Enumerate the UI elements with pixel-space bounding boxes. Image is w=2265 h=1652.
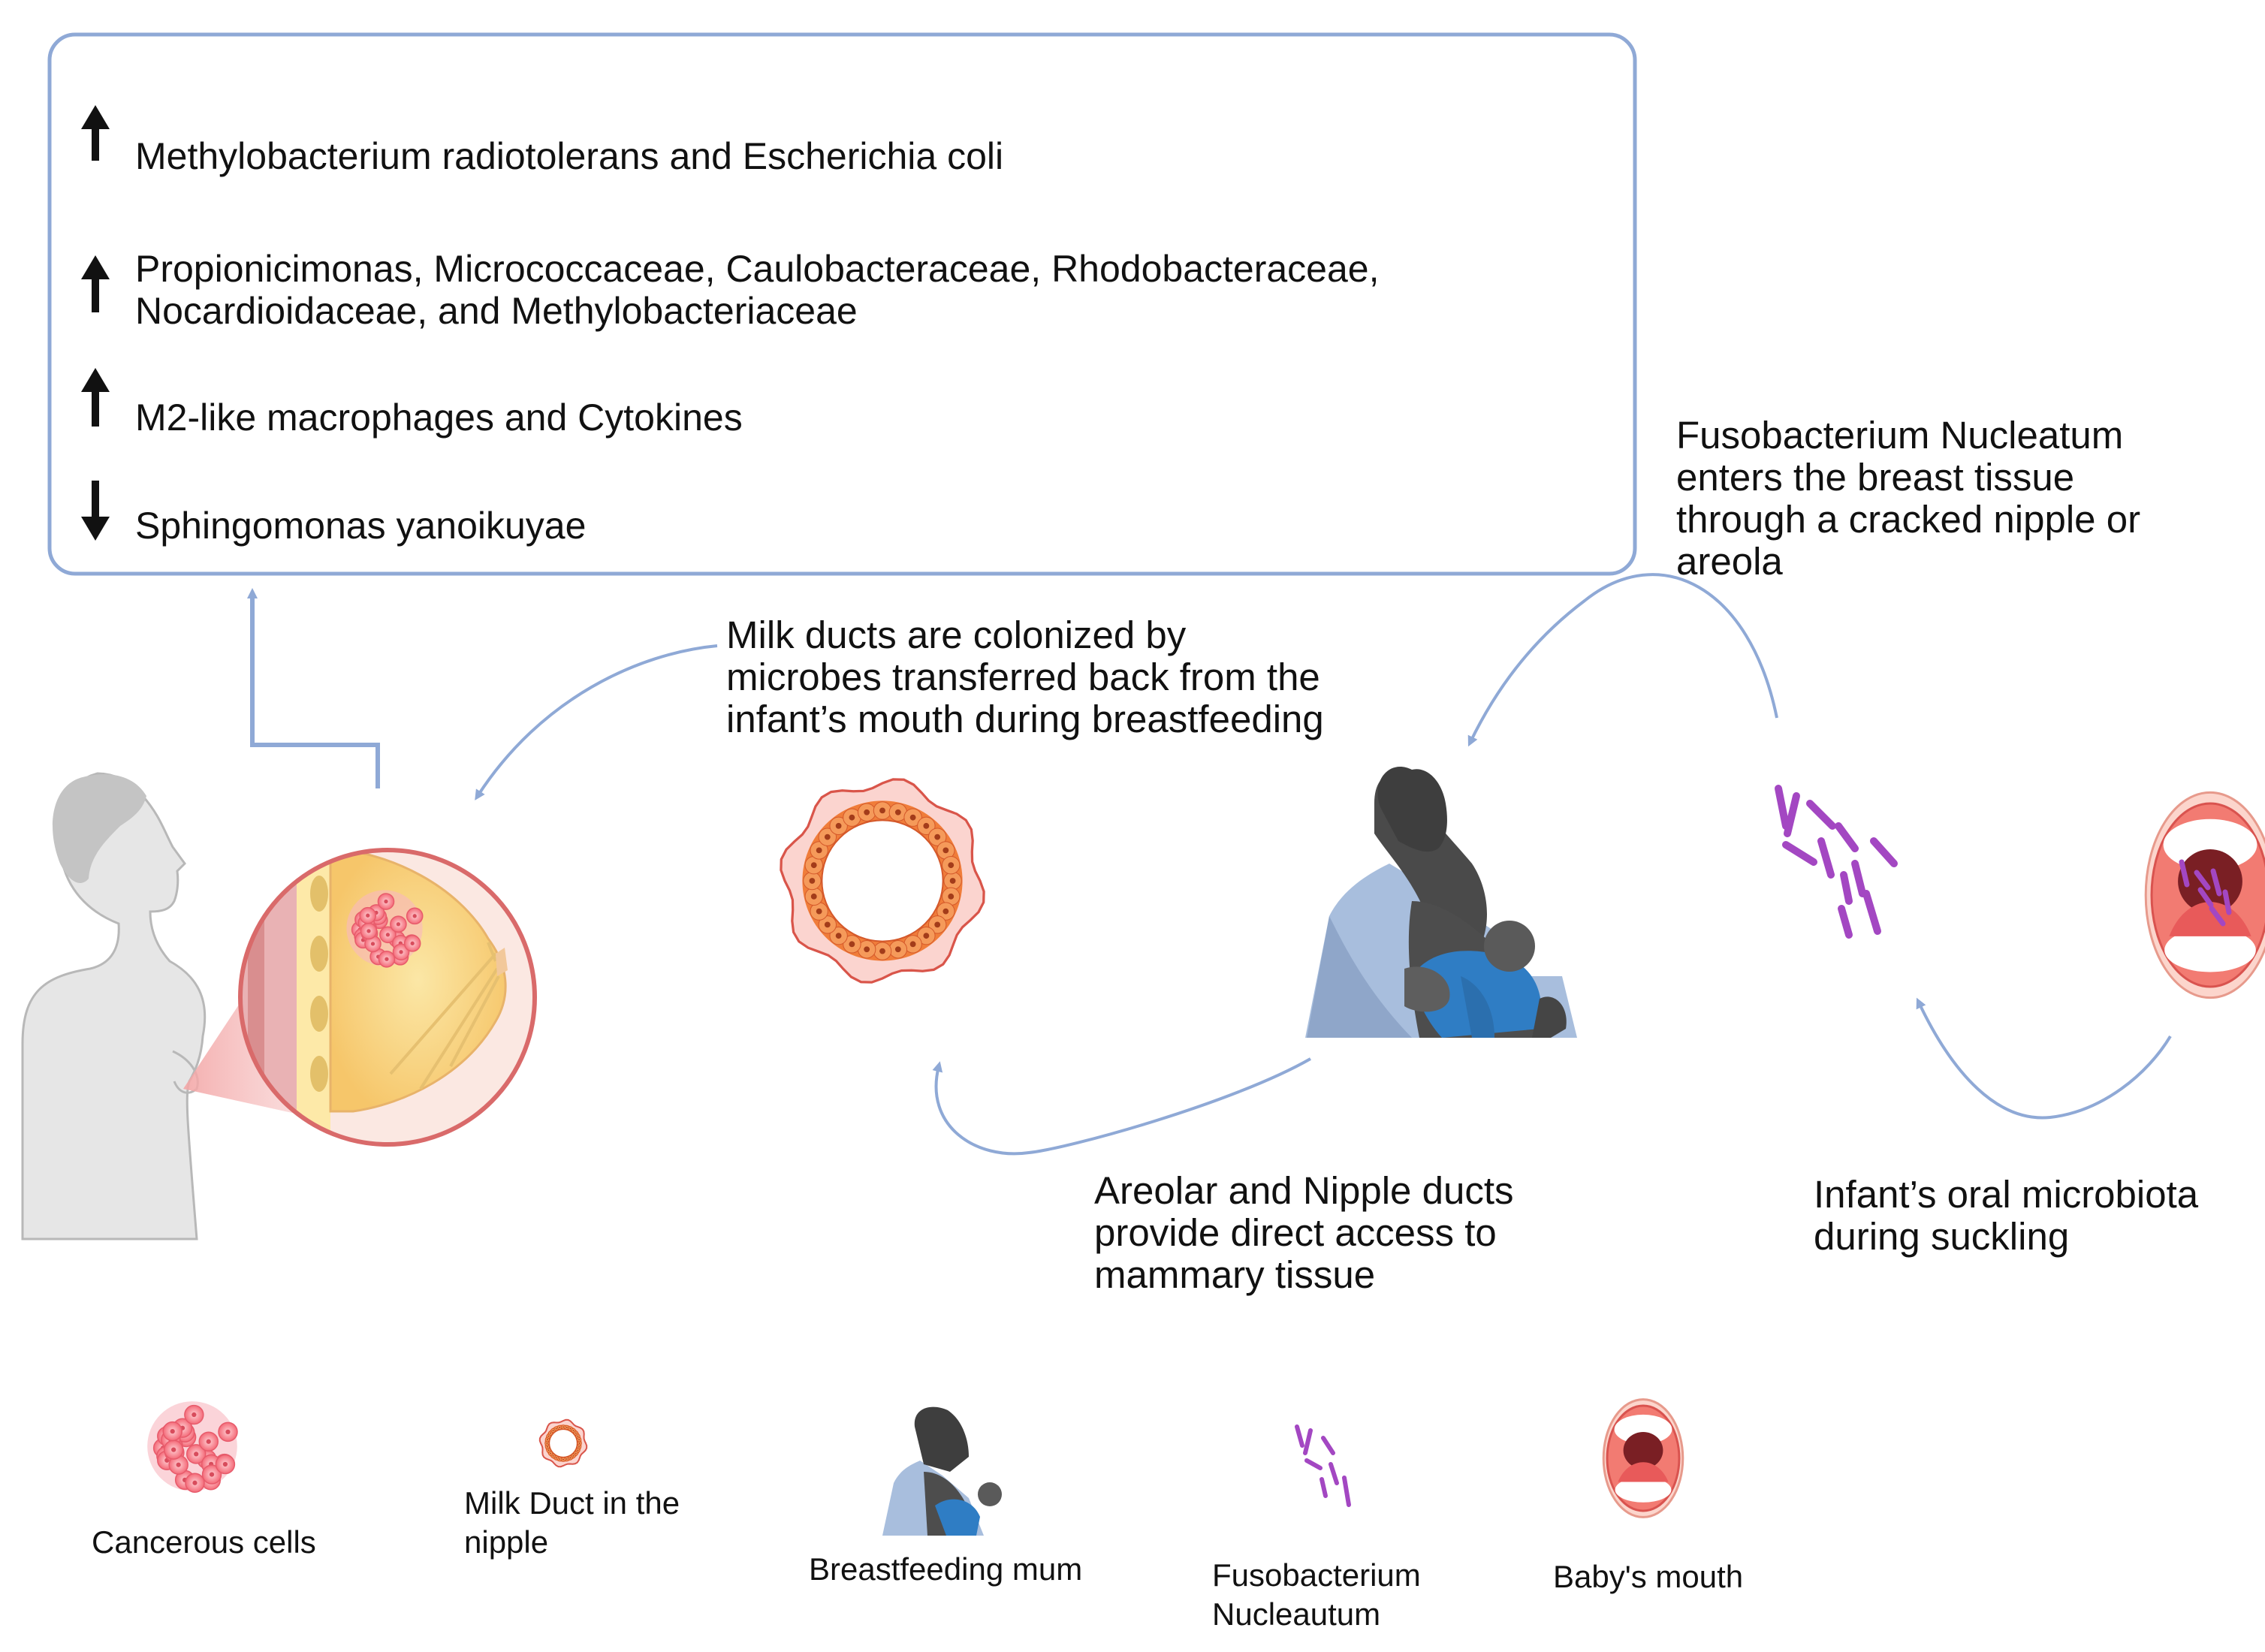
arrow-mouth-to-fuso [1916, 997, 2172, 1120]
bacterium-rod [1782, 841, 1817, 866]
fusobacterium-icon [1775, 785, 1898, 939]
bacterium-rod [1806, 800, 1836, 830]
bacterium-rod [1851, 860, 1866, 897]
arrow-mum-to-milkduct [932, 1057, 1311, 1156]
caption-areolar-line-1: Areolar and Nipple ducts [1094, 1169, 1514, 1212]
cancer-cluster-icon [346, 890, 424, 968]
box-item-2-line-2: Nocardioidaceae, and Methylobacteriaceae [135, 290, 858, 332]
caption-fusobacterium-line-2: enters the breast tissue [1676, 456, 2075, 499]
legend-mum-label: Breastfeeding mum [809, 1551, 1083, 1587]
caption-fusobacterium-line-3: through a cracked nipple or [1676, 498, 2141, 541]
caption-fusobacterium-line-4: areola [1676, 540, 1783, 583]
caption-infant-line-2: during suckling [1814, 1215, 2070, 1258]
caption-infant-line-1: Infant’s oral microbiota [1814, 1173, 2199, 1216]
caption-fusobacterium-line-1: Fusobacterium Nucleatum [1676, 414, 2124, 457]
fusobacterium-in-mouth-icon [2179, 859, 2232, 927]
arrow-fuso-to-mum [1467, 573, 1778, 747]
caption-milkducts-line-3: infant’s mouth during breastfeeding [726, 698, 1324, 740]
caption-areolar-line-3: mammary tissue [1094, 1253, 1376, 1296]
bacterium-rod [1775, 785, 1790, 830]
legend-cancer-icon [147, 1401, 238, 1494]
breastfeeding-mum-icon [1305, 767, 1577, 1038]
bacterium-rod [1840, 871, 1853, 905]
box-item-2-line-1: Propionicimonas, Micrococcaceae, Cauloba… [135, 248, 1380, 290]
bacterium-rod [1817, 837, 1835, 879]
box-item-3: M2-like macrophages and Cytokines [135, 396, 743, 439]
bacterium-rod [1838, 905, 1853, 939]
bacterium-rod [1870, 837, 1898, 867]
legend-fuso-label-2: Nucleautum [1212, 1596, 1381, 1632]
caption-milkducts-line-1: Milk ducts are colonized by [726, 613, 1187, 656]
down-arrow-icon [81, 481, 110, 541]
arrow-milkduct-to-breast [475, 644, 718, 800]
up-arrow-icon-2 [81, 255, 110, 312]
legend-mum-icon [882, 1406, 1002, 1536]
connector-arrow [247, 588, 380, 788]
bacterium-rod [1835, 822, 1859, 852]
caption-milkducts-line-2: microbes transferred back from the [726, 656, 1320, 698]
legend-milk-duct-label-2: nipple [464, 1524, 549, 1560]
bacterium-rod [1784, 792, 1800, 837]
legend-baby-mouth-icon [1602, 1398, 1684, 1518]
legend-cancer-label: Cancerous cells [92, 1524, 316, 1560]
caption-areolar-line-2: provide direct access to [1094, 1211, 1497, 1254]
summary-box [47, 32, 1637, 576]
legend-fusobacterium-icon [1295, 1424, 1351, 1507]
up-arrow-icon-3 [81, 368, 110, 427]
bacterium-rod [1862, 890, 1881, 935]
box-item-1: Methylobacterium radiotolerans and Esche… [135, 135, 1004, 177]
up-arrow-icon-1 [81, 105, 110, 161]
legend-milk-duct-icon [538, 1418, 588, 1468]
legend-mouth-label: Baby's mouth [1553, 1559, 1744, 1594]
legend-fuso-label-1: Fusobacterium [1212, 1557, 1421, 1593]
woman-silhouette-icon [21, 772, 207, 1241]
milk-duct-icon [780, 778, 985, 984]
box-item-4: Sphingomonas yanoikuyae [135, 505, 587, 547]
legend-milk-duct-label-1: Milk Duct in the [464, 1485, 680, 1521]
